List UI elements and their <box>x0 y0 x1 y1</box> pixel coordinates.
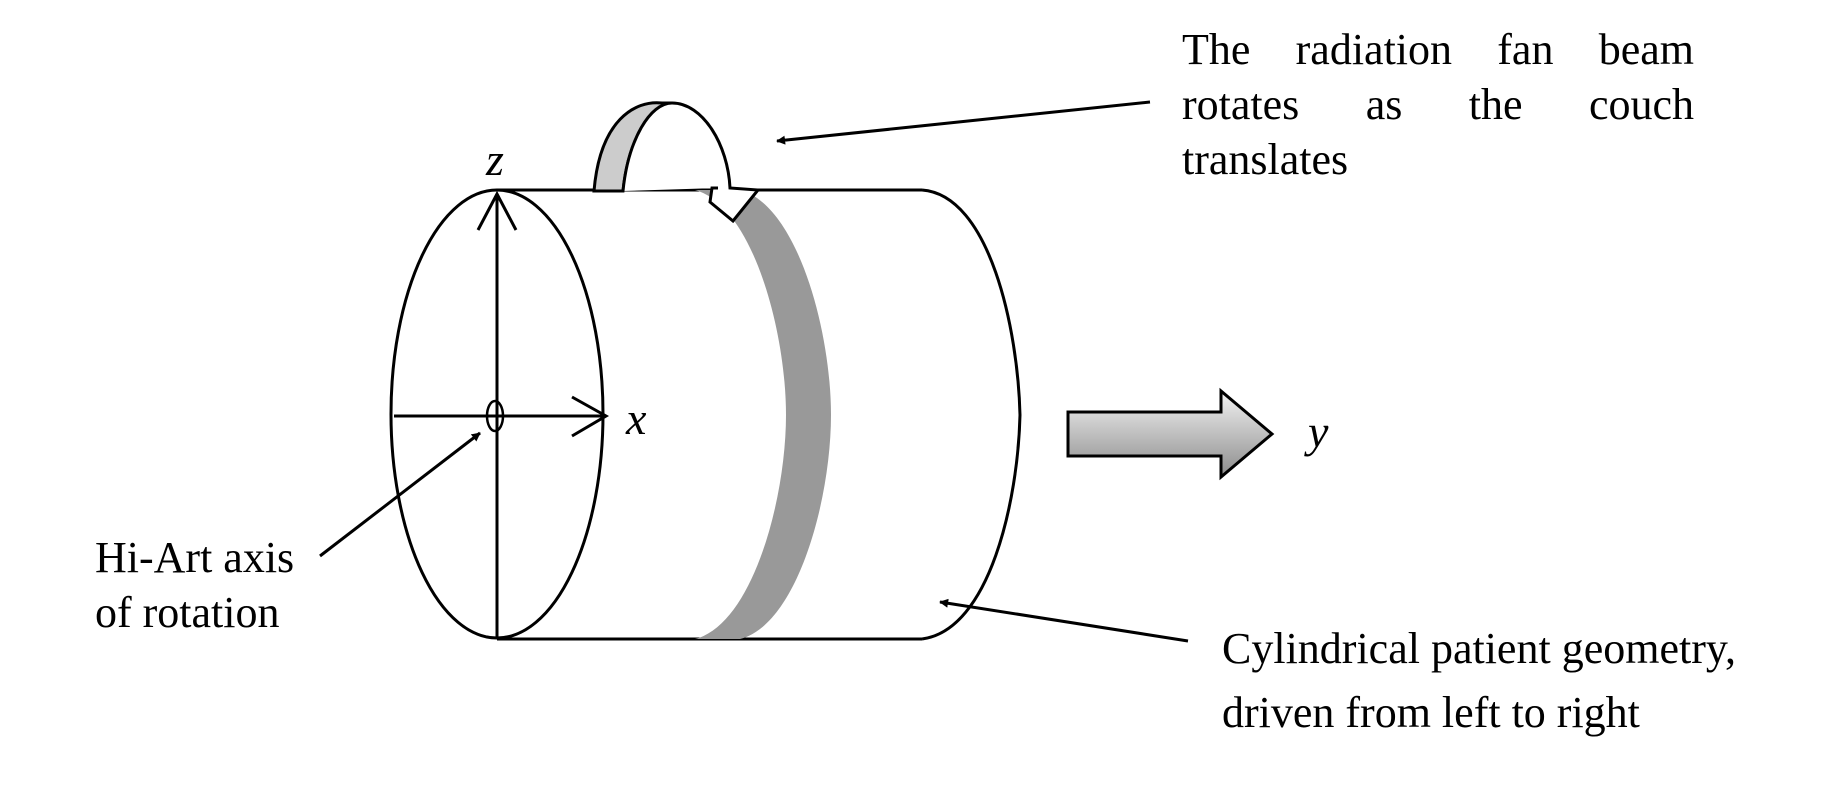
z-axis-label: z <box>485 134 504 185</box>
axis-rotation-line1: Hi-Art axis <box>95 533 295 582</box>
axis-rotation-pointer <box>319 431 481 558</box>
cylinder-pointer <box>939 598 1189 643</box>
x-axis-label: x <box>625 393 647 444</box>
axis-rotation-line2: of rotation <box>95 588 280 637</box>
rotation-axis-marker <box>485 399 505 433</box>
z-axis-arrowhead <box>476 190 518 231</box>
x-axis-arrowhead <box>571 395 610 438</box>
cylinder-line1: Cylindrical patient geometry, <box>1222 624 1736 673</box>
fan-beam-band <box>695 190 831 639</box>
axis-rotation-callout: Hi-Art axis of rotation <box>95 530 335 640</box>
cylinder-callout: Cylindrical patient geometry, driven fro… <box>1222 617 1802 745</box>
cylinder-line2: driven from left to right <box>1222 688 1640 737</box>
axis-system <box>394 190 610 639</box>
cylinder-far-end-arc <box>921 188 1022 641</box>
fan-beam-callout: The radiation fan beam rotates as the co… <box>1182 25 1694 184</box>
rotation-arrow-outline <box>621 101 761 224</box>
fan-beam-pointer <box>776 100 1151 145</box>
y-axis-label: y <box>1304 406 1329 457</box>
y-direction-arrow <box>1066 387 1275 481</box>
rotation-arrow <box>592 101 761 224</box>
